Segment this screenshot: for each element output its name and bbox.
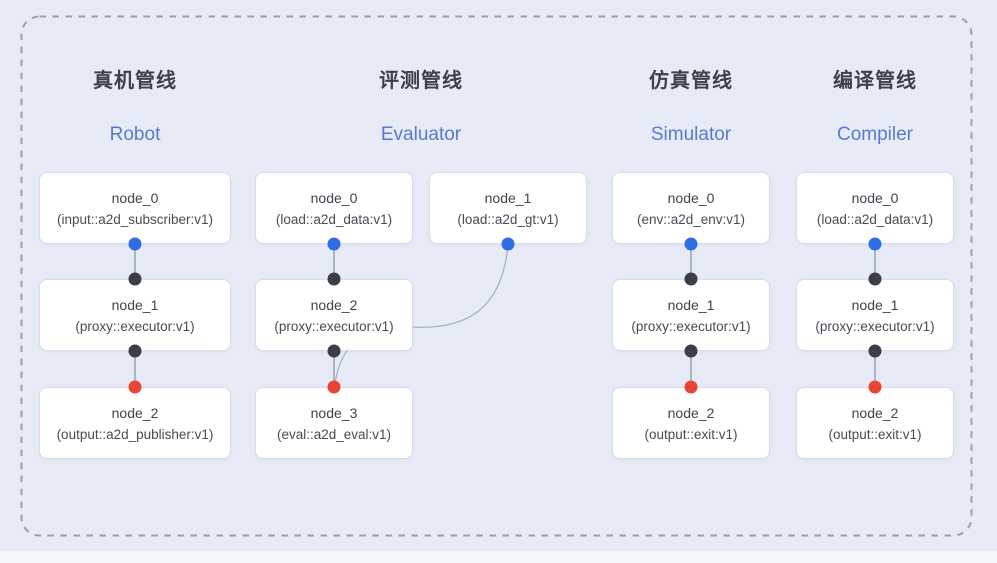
node-box-evaluator-node0[interactable]: node_0 (load::a2d_data:v1)	[255, 172, 413, 244]
column-title-zh-robot: 真机管线	[93, 70, 177, 92]
input-port-dot-black	[684, 272, 698, 286]
node-box-robot-node0[interactable]: node_0 (input::a2d_subscriber:v1)	[39, 172, 231, 244]
column-title-en-simulator: Simulator	[650, 124, 732, 145]
node-name: node_2	[111, 404, 159, 421]
output-port-dot-blue	[501, 237, 515, 251]
output-port-dot-black	[327, 344, 341, 358]
node-type: (eval::a2d_eval:v1)	[276, 426, 392, 442]
node-name: node_1	[484, 189, 532, 206]
node-type: (proxy::executor:v1)	[815, 318, 935, 334]
output-port-dot-blue	[128, 237, 142, 251]
node-box-evaluator-node1[interactable]: node_1 (load::a2d_gt:v1)	[429, 172, 587, 244]
node-box-simulator-node0[interactable]: node_0 (env::a2d_env:v1)	[612, 172, 770, 244]
node-box-simulator-node1[interactable]: node_1 (proxy::executor:v1)	[612, 279, 770, 351]
node-type: (load::a2d_gt:v1)	[457, 211, 559, 227]
node-name: node_0	[111, 189, 159, 206]
node-name: node_2	[310, 296, 358, 313]
node-name: node_2	[851, 404, 899, 421]
column-title-en-evaluator: Evaluator	[380, 124, 462, 145]
output-port-dot-blue	[327, 237, 341, 251]
node-type: (env::a2d_env:v1)	[636, 211, 746, 227]
node-name: node_3	[310, 404, 358, 421]
input-port-dot-black	[128, 272, 142, 286]
vertical-edges	[134, 244, 876, 387]
input-port-dot-red	[327, 380, 341, 394]
node-box-robot-node1[interactable]: node_1 (proxy::executor:v1)	[39, 279, 231, 351]
input-port-dot-red	[128, 380, 142, 394]
node-box-compiler-node0[interactable]: node_0 (load::a2d_data:v1)	[796, 172, 954, 244]
node-box-simulator-node2[interactable]: node_2 (output::exit:v1)	[612, 387, 770, 459]
output-port-dot-black	[684, 344, 698, 358]
output-port-dot-blue	[868, 237, 882, 251]
node-name: node_2	[667, 404, 715, 421]
node-box-robot-node2[interactable]: node_2 (output::a2d_publisher:v1)	[39, 387, 231, 459]
node-name: node_1	[851, 296, 899, 313]
output-port-dot-black	[128, 344, 142, 358]
input-port-dot-red	[684, 380, 698, 394]
column-title-en-robot: Robot	[109, 124, 161, 145]
node-type: (load::a2d_data:v1)	[816, 211, 934, 227]
node-type: (output::exit:v1)	[828, 426, 922, 442]
node-name: node_0	[310, 189, 358, 206]
node-name: node_1	[111, 296, 159, 313]
node-name: node_0	[667, 189, 715, 206]
node-box-compiler-node2[interactable]: node_2 (output::exit:v1)	[796, 387, 954, 459]
bottom-strip	[0, 551, 997, 563]
dashed-border	[20, 15, 973, 537]
node-box-evaluator-node2[interactable]: node_2 (proxy::executor:v1)	[255, 279, 413, 351]
column-title-en-compiler: Compiler	[836, 124, 914, 145]
input-port-dot-red	[868, 380, 882, 394]
node-type: (proxy::executor:v1)	[274, 318, 394, 334]
node-name: node_1	[667, 296, 715, 313]
column-title-zh-evaluator: 评测管线	[379, 70, 463, 92]
column-title-zh-simulator: 仿真管线	[649, 70, 733, 92]
node-type: (input::a2d_subscriber:v1)	[56, 211, 214, 227]
column-title-zh-compiler: 编译管线	[833, 70, 917, 92]
input-port-dot-black	[327, 272, 341, 286]
node-box-compiler-node1[interactable]: node_1 (proxy::executor:v1)	[796, 279, 954, 351]
output-port-dot-black	[868, 344, 882, 358]
node-type: (proxy::executor:v1)	[75, 318, 195, 334]
node-type: (output::a2d_publisher:v1)	[56, 426, 214, 442]
node-name: node_0	[851, 189, 899, 206]
node-type: (proxy::executor:v1)	[631, 318, 751, 334]
node-type: (output::exit:v1)	[644, 426, 738, 442]
curved-edge-gt-to-eval	[334, 244, 509, 384]
node-box-evaluator-node3[interactable]: node_3 (eval::a2d_eval:v1)	[255, 387, 413, 459]
output-port-dot-blue	[684, 237, 698, 251]
input-port-dot-black	[868, 272, 882, 286]
node-type: (load::a2d_data:v1)	[275, 211, 393, 227]
